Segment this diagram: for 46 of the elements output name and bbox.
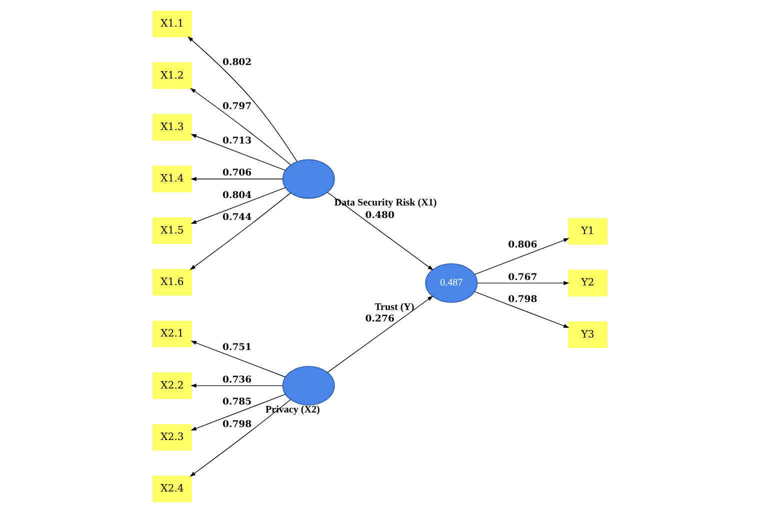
node-box: X2.1 (152, 320, 192, 348)
edge-label: 0.806 (508, 239, 538, 250)
node-box: X1.5 (152, 217, 192, 244)
node-box: X2.2 (152, 372, 192, 399)
arrow (190, 192, 291, 270)
edge-label: 0.767 (508, 272, 538, 283)
node-box: Y2 (568, 270, 608, 296)
edge-label: 0.713 (222, 135, 252, 146)
edge-label: 0.804 (222, 190, 252, 201)
node-box: Y1 (568, 218, 608, 245)
arrow (474, 238, 570, 275)
node-box: X1.6 (152, 269, 192, 296)
edge-label: 0.744 (222, 212, 252, 224)
node-box: X1.1 (152, 10, 192, 38)
node-box: X2.4 (152, 476, 192, 502)
arrow (190, 88, 291, 166)
arrow (327, 296, 434, 373)
node-box: X2.3 (152, 424, 192, 451)
arrow (190, 134, 286, 171)
node-box: Y3 (568, 321, 608, 348)
edge-label: 0.736 (222, 374, 252, 386)
arrow (188, 36, 298, 162)
node-circle (282, 366, 335, 406)
arrow (190, 340, 286, 378)
arrow (190, 187, 286, 224)
edge-label: 0.798 (508, 294, 538, 305)
arrow (190, 399, 291, 477)
arrow (190, 384, 283, 388)
arrow (190, 176, 283, 182)
node-label: Trust (Y) (374, 302, 414, 313)
node-box: X1.4 (152, 166, 192, 192)
edge-label: 0.798 (222, 418, 252, 430)
node-box: X1.2 (152, 62, 192, 89)
edge-label: 0.276 (365, 313, 394, 324)
edge-label: 0.797 (222, 100, 252, 112)
arrow (474, 291, 570, 328)
node-circle (282, 159, 335, 199)
edge-label: 0.751 (222, 342, 252, 354)
arrow (190, 394, 286, 431)
edge-label: 0.785 (222, 396, 252, 408)
edge-label: 0.706 (222, 168, 252, 179)
edge-label: 0.480 (365, 210, 394, 222)
edge-label: 0.802 (222, 57, 252, 68)
arrow (327, 192, 434, 270)
node-box: X1.3 (152, 114, 192, 141)
arrow (477, 281, 570, 286)
